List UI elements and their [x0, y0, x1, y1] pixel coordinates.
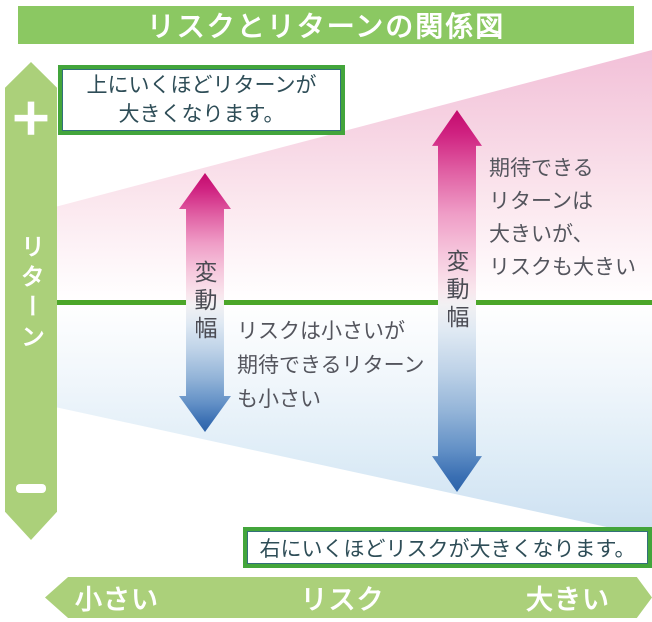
- risk-large-label: 大きい: [526, 585, 610, 616]
- fluctuation-arrow-small-risk: [179, 173, 231, 432]
- low-risk-note: リスクは小さいが 期待できるリターン も小さい: [237, 314, 425, 416]
- baseline-divider: [55, 300, 652, 305]
- return-callout-box: 上にいくほどリターンが 大きくなります。: [58, 65, 345, 135]
- high-risk-note: 期待できる リターンは 大きいが、 リスクも大きい: [489, 152, 636, 284]
- return-callout-line2: 大きくなります。: [118, 102, 285, 126]
- diagram-title: リスクとリターンの関係図: [18, 6, 634, 44]
- high-risk-note-line3: 大きいが、: [489, 222, 594, 246]
- minus-sign: [16, 484, 46, 493]
- risk-callout-text: 右にいくほどリスクが大きくなります。: [259, 536, 636, 561]
- return-axis: ＋ リターン: [5, 62, 57, 540]
- high-risk-note-line4: リスクも大きい: [489, 255, 636, 279]
- low-risk-note-line3: も小さい: [237, 387, 321, 411]
- return-callout-line1: 上にいくほどリターンが: [86, 73, 317, 97]
- fluctuation-arrow-large-risk: [432, 110, 482, 492]
- risk-small-label: 小さい: [75, 585, 159, 616]
- risk-axis: 小さい リスク 大きい: [45, 577, 652, 618]
- high-risk-note-line1: 期待できる: [489, 156, 594, 180]
- high-risk-note-line2: リターンは: [489, 189, 593, 213]
- risk-callout-box: 右にいくほどリスクが大きくなります。: [243, 527, 652, 568]
- fluctuation-range-label-right: 変動幅: [442, 249, 468, 333]
- return-axis-label: リターン: [16, 234, 45, 354]
- low-risk-note-line1: リスクは小さいが: [237, 319, 405, 343]
- low-risk-note-line2: 期待できるリターン: [237, 353, 425, 377]
- plus-sign: ＋: [10, 97, 53, 143]
- fluctuation-range-label-left: 変動幅: [190, 260, 216, 344]
- risk-axis-label: リスク: [300, 585, 385, 616]
